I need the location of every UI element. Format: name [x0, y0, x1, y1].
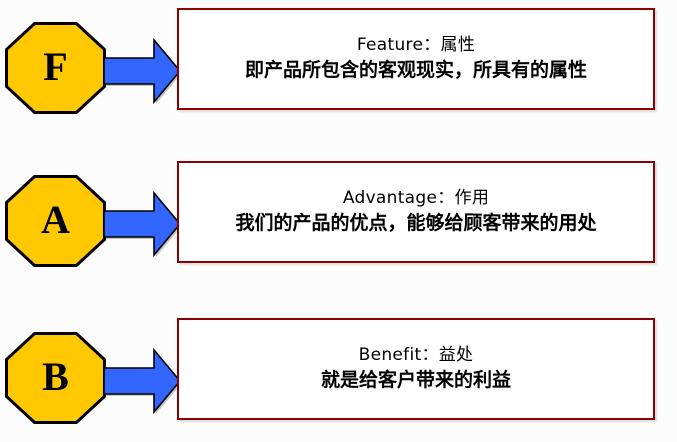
right-arrow-icon [100, 34, 182, 108]
box-description: 我们的产品的优点，能够给顾客带来的用处 [235, 212, 597, 235]
box-description: 就是给客户带来的利益 [320, 369, 511, 392]
octagon-badge-advantage[interactable]: A [5, 175, 106, 267]
right-arrow-icon [100, 344, 182, 418]
description-box-benefit: Benefit：益处 就是给客户带来的利益 [177, 318, 655, 420]
box-description: 即产品所包含的客观现实，所具有的属性 [244, 59, 587, 82]
description-box-advantage: Advantage：作用 我们的产品的优点，能够给顾客带来的用处 [177, 161, 655, 263]
box-title: Advantage：作用 [342, 188, 490, 209]
fab-row-feature: F Feature：属性 即产品所包含的客观现实，所具有的属性 [0, 4, 677, 124]
description-box-feature: Feature：属性 即产品所包含的客观现实，所具有的属性 [177, 8, 655, 110]
octagon-badge-benefit[interactable]: B [5, 332, 106, 424]
fab-row-benefit: B Benefit：益处 就是给客户带来的利益 [0, 314, 677, 434]
box-title: Feature：属性 [356, 35, 476, 56]
octagon-badge-feature[interactable]: F [5, 22, 106, 114]
box-title: Benefit：益处 [358, 345, 474, 366]
right-arrow-icon [100, 187, 182, 261]
fab-row-advantage: A Advantage：作用 我们的产品的优点，能够给顾客带来的用处 [0, 157, 677, 277]
